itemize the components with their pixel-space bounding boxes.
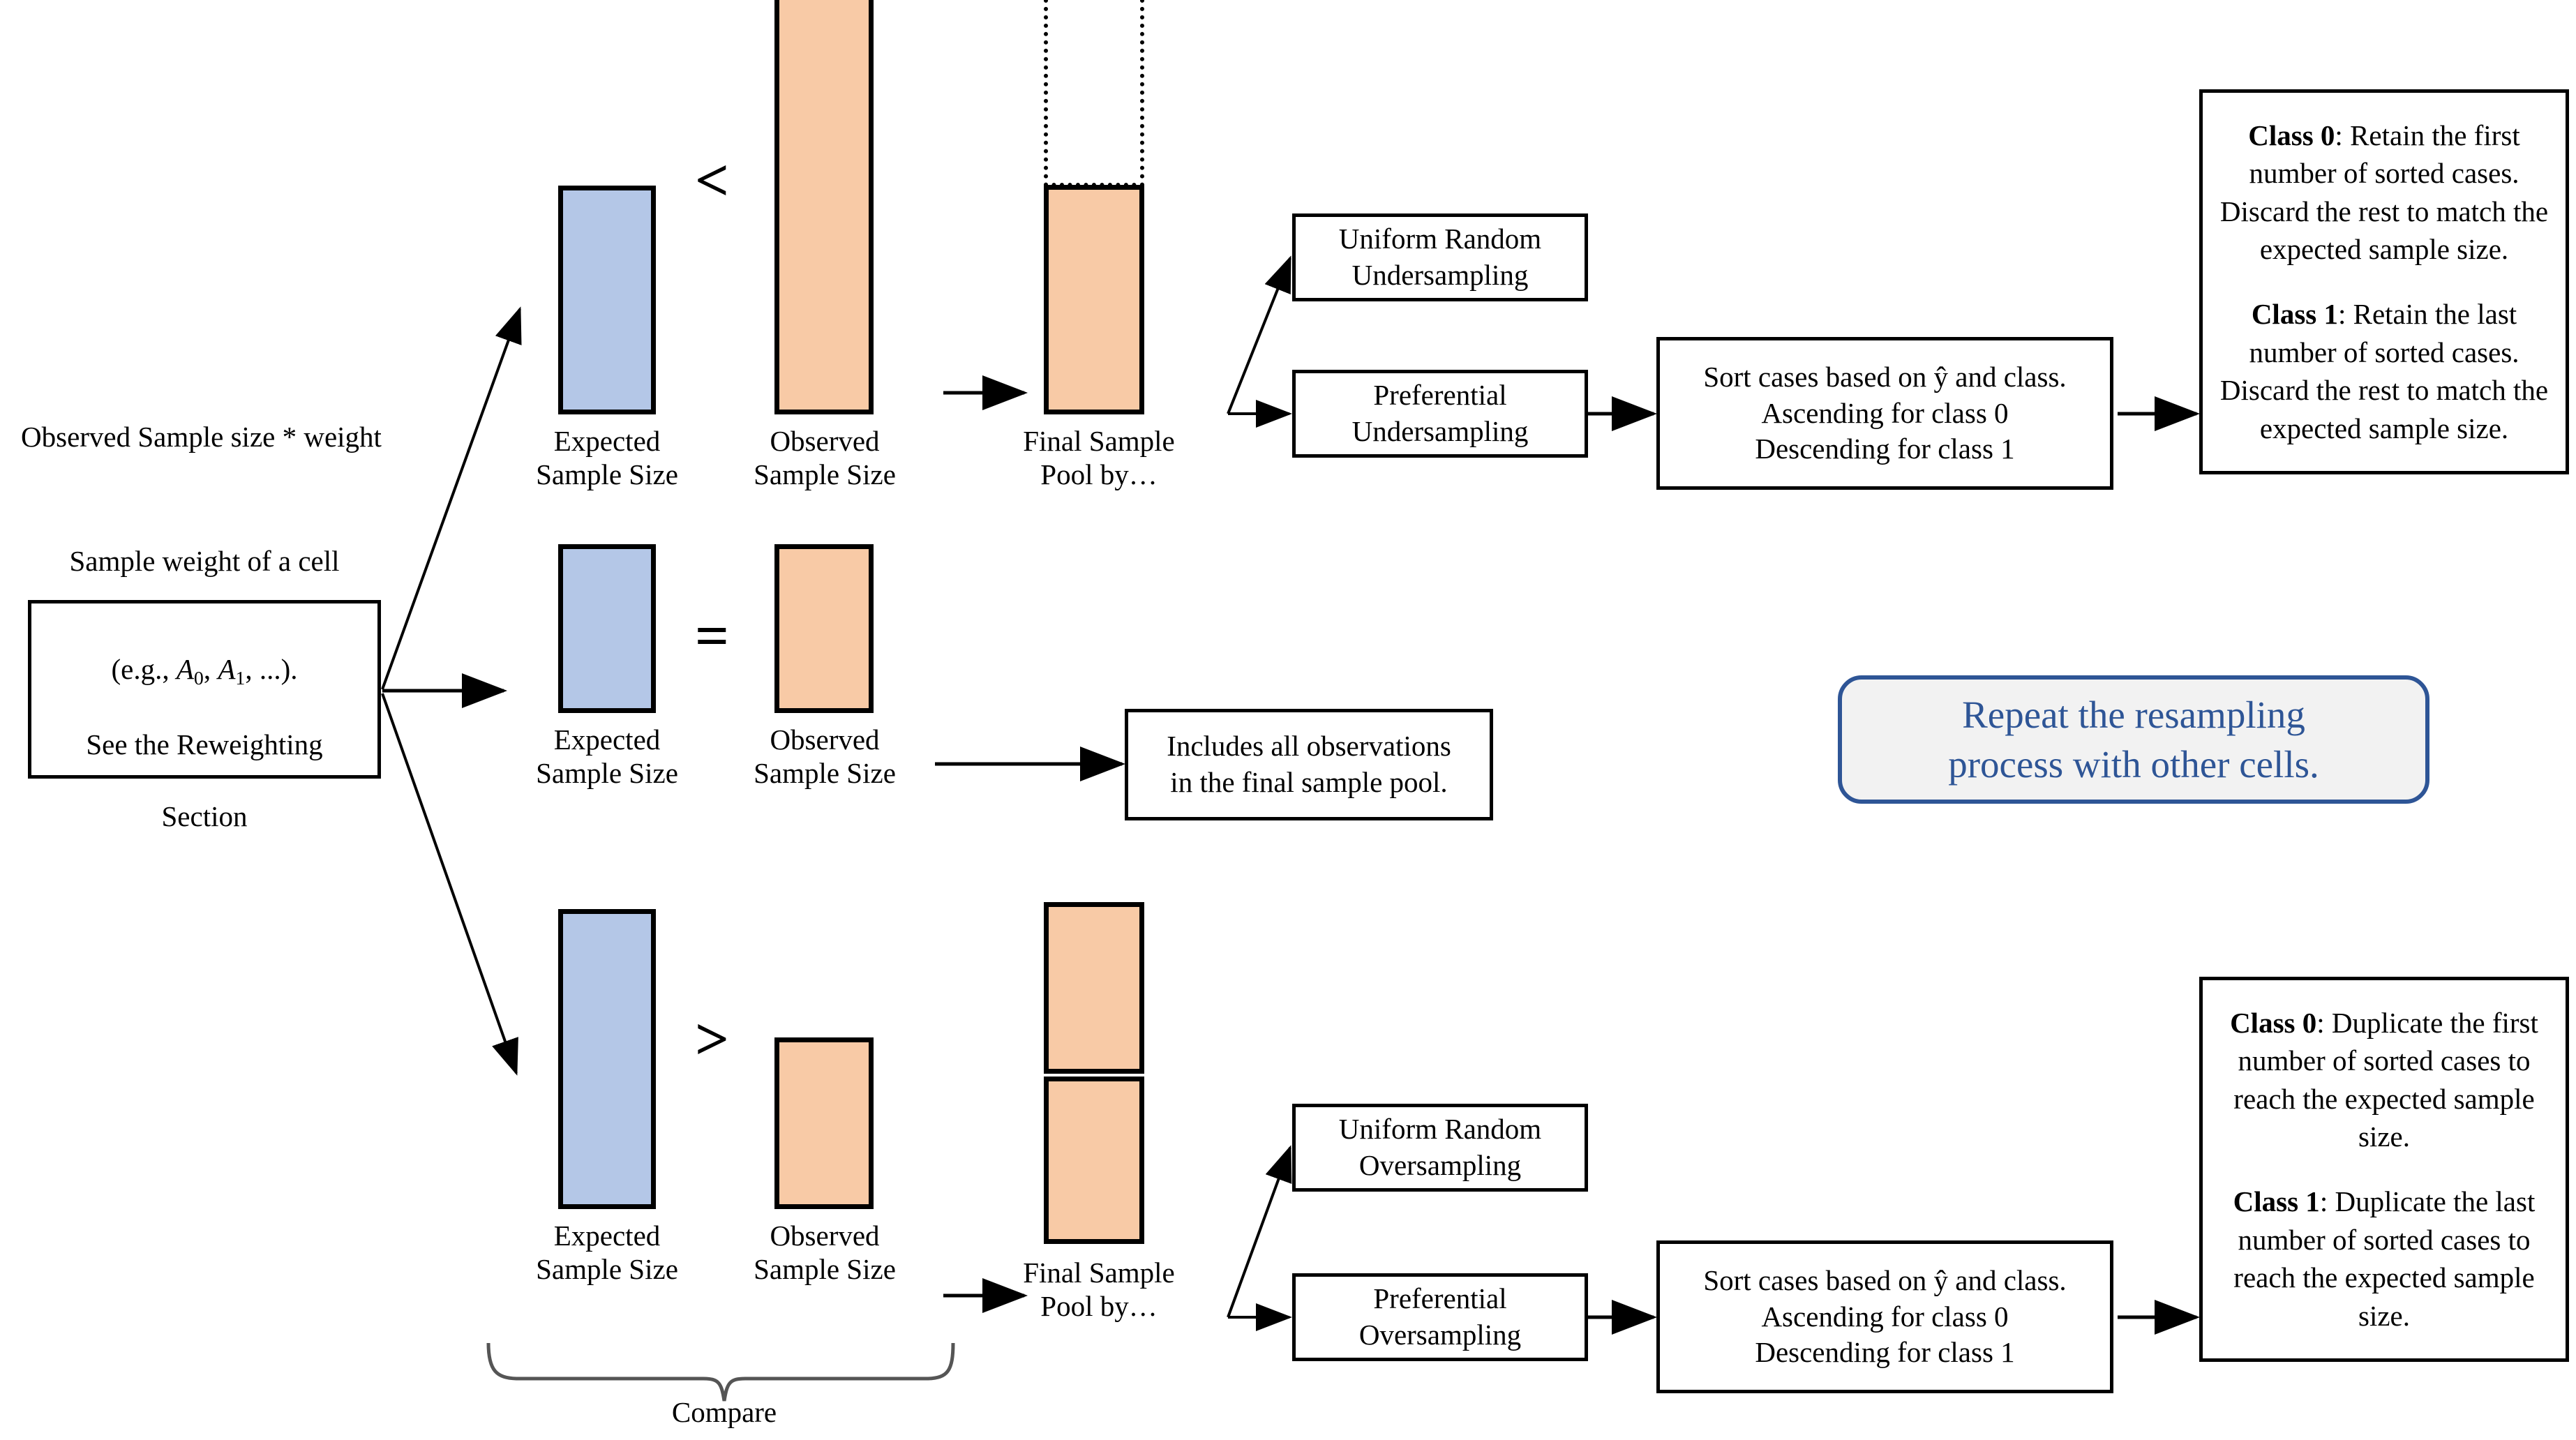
- row1-expected-bar: [558, 186, 656, 414]
- row3-sort-box[interactable]: Sort cases based on ŷ and class. Ascendi…: [1656, 1240, 2113, 1393]
- row3-result-box[interactable]: Class 0: Duplicate the first number of s…: [2199, 977, 2569, 1362]
- row3-pool-caption: Final Sample Pool by…: [1023, 1257, 1175, 1323]
- row2-note-box[interactable]: Includes all observations in the final s…: [1125, 709, 1493, 820]
- row1-pool-kept-bar: [1044, 185, 1144, 414]
- row3-pool-original-bar: [1044, 1077, 1144, 1244]
- compare-brace: [486, 1342, 955, 1402]
- repeat-resampling-callout[interactable]: Repeat the resampling process with other…: [1838, 675, 2429, 804]
- row1-branch-top-label: Uniform Random Undersampling: [1338, 223, 1542, 291]
- source-box-line1: Sample weight of a cell: [69, 545, 340, 578]
- row3-sort-label: Sort cases based on ŷ and class. Ascendi…: [1703, 1264, 2067, 1369]
- row3-expected-bar: [558, 909, 656, 1209]
- row1-observed-bar: [774, 0, 874, 414]
- source-box-line4: Section: [161, 800, 248, 833]
- row2-note-label: Includes all observations in the final s…: [1167, 730, 1451, 798]
- row1-sort-box[interactable]: Sort cases based on ŷ and class. Ascendi…: [1656, 337, 2113, 490]
- row1-result-gap: [2214, 269, 2554, 295]
- row1-expected-caption: Expected Sample Size: [536, 425, 678, 491]
- row1-class0-head: Class 0: [2248, 119, 2335, 151]
- row2-expected-caption: Expected Sample Size: [536, 723, 678, 790]
- row1-class1-text: Class 1: Retain the last number of sorte…: [2219, 298, 2549, 444]
- row1-class0-text: Class 0: Retain the first number of sort…: [2219, 119, 2549, 266]
- source-box-line2: (e.g., A0, A1, ...).: [111, 653, 298, 690]
- row3-uniform-random-oversampling-box[interactable]: Uniform Random Oversampling: [1292, 1104, 1588, 1192]
- row3-pool-duplicated-bar: [1044, 902, 1144, 1074]
- source-box[interactable]: Sample weight of a cell (e.g., A0, A1, .…: [28, 545, 381, 832]
- row3-class1-head: Class 1: [2233, 1185, 2320, 1217]
- row3-result-gap: [2214, 1156, 2554, 1183]
- row1-pool-caption: Final Sample Pool by…: [1023, 425, 1175, 491]
- row3-branch-bottom-label: Preferential Oversampling: [1358, 1282, 1522, 1351]
- row2-observed-bar: [774, 544, 874, 713]
- row1-operator: <: [695, 147, 730, 213]
- arrow-row1-pool-to-uniform: [1227, 255, 1291, 414]
- row3-observed-caption: Observed Sample Size: [754, 1220, 896, 1286]
- row2-observed-caption: Observed Sample Size: [754, 723, 896, 790]
- row3-observed-bar: [774, 1037, 874, 1209]
- row3-operator: >: [695, 1005, 730, 1072]
- row1-sort-label: Sort cases based on ŷ and class. Ascendi…: [1703, 361, 2067, 465]
- symbol-a0: A: [176, 653, 194, 686]
- source-box-line3: See the Reweighting: [86, 728, 323, 760]
- row1-result-box[interactable]: Class 0: Retain the first number of sort…: [2199, 89, 2569, 474]
- row3-branch-top-label: Uniform Random Oversampling: [1338, 1113, 1542, 1181]
- row1-pool-discarded-bar: [1044, 0, 1144, 187]
- row3-preferential-oversampling-box[interactable]: Preferential Oversampling: [1292, 1273, 1588, 1361]
- row3-expected-caption: Expected Sample Size: [536, 1220, 678, 1286]
- symbol-a1: A: [218, 653, 236, 686]
- row3-class1-text: Class 1: Duplicate the last number of so…: [2233, 1185, 2536, 1332]
- repeat-resampling-text: Repeat the resampling process with other…: [1948, 693, 2319, 786]
- row1-observed-caption: Observed Sample Size: [754, 425, 896, 491]
- compare-label: Compare: [671, 1396, 777, 1428]
- row1-uniform-random-undersampling-box[interactable]: Uniform Random Undersampling: [1292, 213, 1588, 301]
- row1-branch-bottom-label: Preferential Undersampling: [1351, 379, 1529, 447]
- observed-times-weight-label: Observed Sample size * weight: [21, 421, 382, 453]
- row3-class0-head: Class 0: [2230, 1006, 2317, 1039]
- row2-expected-bar: [558, 544, 656, 713]
- row2-operator: =: [695, 602, 730, 669]
- row3-class0-text: Class 0: Duplicate the first number of s…: [2230, 1006, 2538, 1153]
- arrow-row3-pool-to-uniform: [1227, 1145, 1292, 1318]
- row1-preferential-undersampling-box[interactable]: Preferential Undersampling: [1292, 370, 1588, 458]
- row1-class1-head: Class 1: [2251, 298, 2338, 330]
